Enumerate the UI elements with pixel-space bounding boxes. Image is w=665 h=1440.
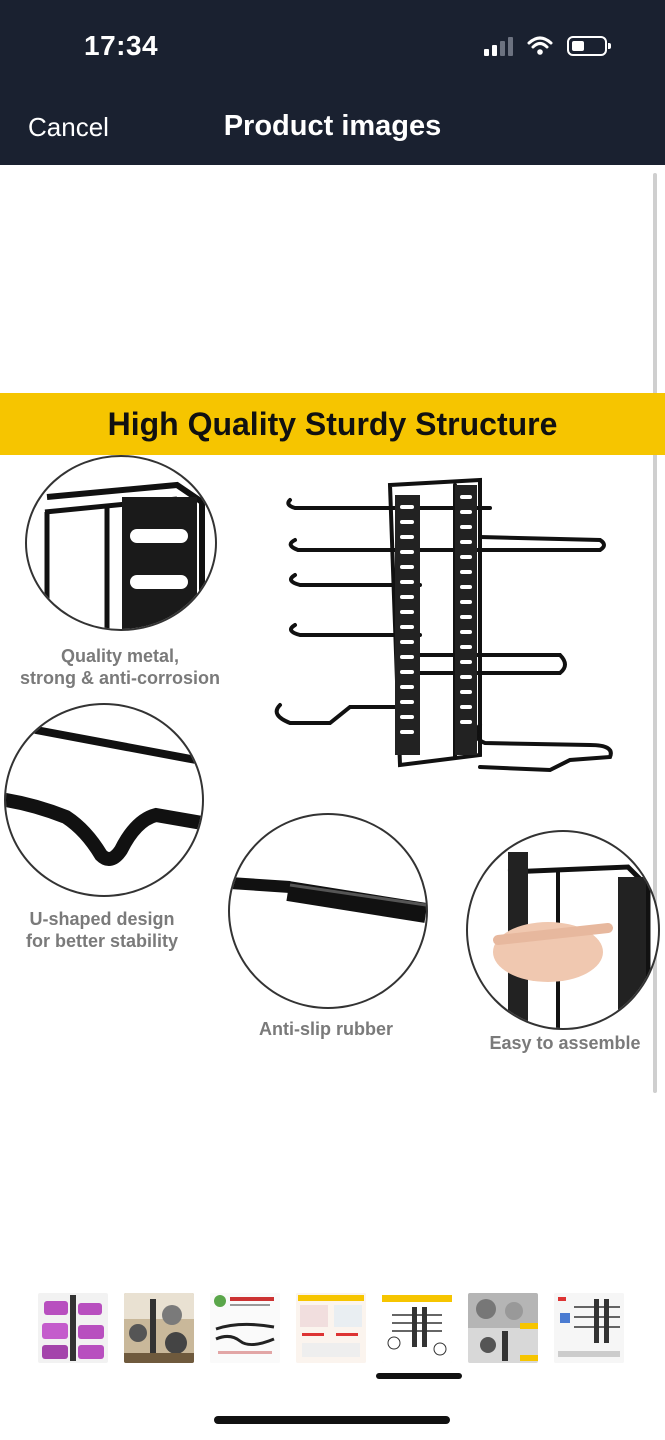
thumbnail-7[interactable] [554,1293,624,1363]
thumbnail-strip [38,1293,624,1363]
home-indicator[interactable] [214,1416,450,1424]
feature-caption-assemble: Easy to assemble [489,1033,641,1053]
feature-circle-metal [25,455,217,631]
cancel-button[interactable]: Cancel [28,112,109,142]
feature-circle-anti-slip [228,813,428,1009]
battery-icon [567,36,611,56]
product-image-viewer[interactable]: High Quality Sturdy Structure Quality me… [0,165,665,1265]
page-title: Product images [223,110,442,142]
feature-circle-assemble [466,830,660,1030]
cellular-signal-icon [484,36,513,56]
assembly-illustration [493,852,651,1028]
feature-caption-metal: Quality metal, strong & anti-corrosion [19,646,220,688]
status-time: 17:34 [84,30,159,61]
thumbnail-6[interactable] [468,1293,538,1363]
image-banner: High Quality Sturdy Structure [0,393,665,455]
status-icons [484,36,611,56]
thumbnail-3[interactable] [210,1293,280,1363]
wifi-icon [527,36,553,55]
selected-thumbnail-indicator [376,1373,462,1379]
feature-circle-u-shape [4,703,204,897]
top-bar: 17:34 Cancel Product images [0,0,665,165]
thumbnail-1[interactable] [38,1293,108,1363]
feature-caption-u-shape: U-shaped design for better stability [25,909,179,951]
feature-caption-anti-slip: Anti-slip rubber [259,1019,393,1039]
thumbnail-5[interactable] [382,1293,452,1363]
thumbnail-4[interactable] [296,1293,366,1363]
scrollbar[interactable] [653,173,657,1093]
u-shape-illustration [6,726,202,866]
thumbnail-2[interactable] [124,1293,194,1363]
rubber-tube-illustration [230,877,426,923]
pan-rack-illustration [274,477,613,773]
rack-corner-illustration [44,481,205,629]
